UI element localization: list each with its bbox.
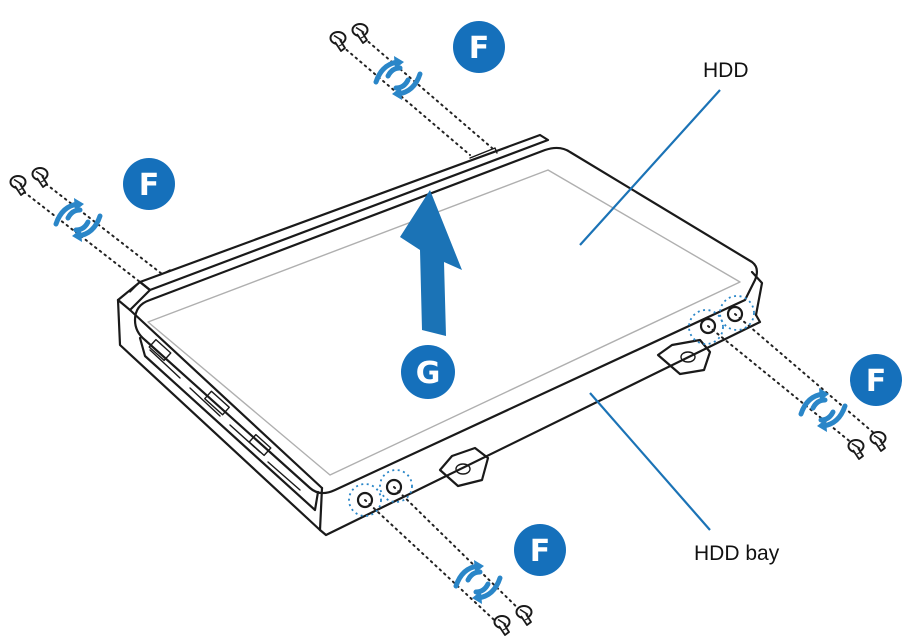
rotate-arrows-icon [376,56,420,100]
rotate-arrows-icon [456,560,500,604]
screw-icon [847,439,865,460]
hdd-leader-line [579,89,721,246]
badge-letter: F [866,364,887,399]
hdd-bay-drawing [116,133,764,537]
badge-letter: F [139,168,160,203]
screw-icon [329,31,347,52]
lift-arrow-icon [400,190,462,336]
hdd-label: HDD [703,59,749,82]
screw-icon [351,23,369,44]
step-badge-f: F [123,158,175,210]
screw-icon [869,431,887,452]
hdd-bay-leader-line [589,392,711,531]
hole-ring [379,469,413,503]
screw-icon [493,615,511,636]
rotate-arrows [56,56,845,604]
step-badge-g: G [401,345,455,399]
step-badge-f: F [514,524,566,576]
screw-icon [515,605,533,626]
hole-ring [348,483,382,517]
hole-highlight-rings [348,295,755,517]
screw-icon [31,167,49,188]
hole-ring [719,295,755,331]
step-badge-f: F [453,21,505,73]
screw-path-lines [23,37,883,631]
step-badge-f: F [850,354,902,406]
hole-ring [688,309,724,345]
rotate-arrows-icon [801,388,845,432]
hdd-drawing [133,146,759,512]
badge-letter: G [416,356,441,391]
badge-letter: F [469,31,490,66]
hdd-bay-label: HDD bay [694,542,780,565]
badge-letter: F [530,534,551,569]
screw-icon [9,175,27,196]
